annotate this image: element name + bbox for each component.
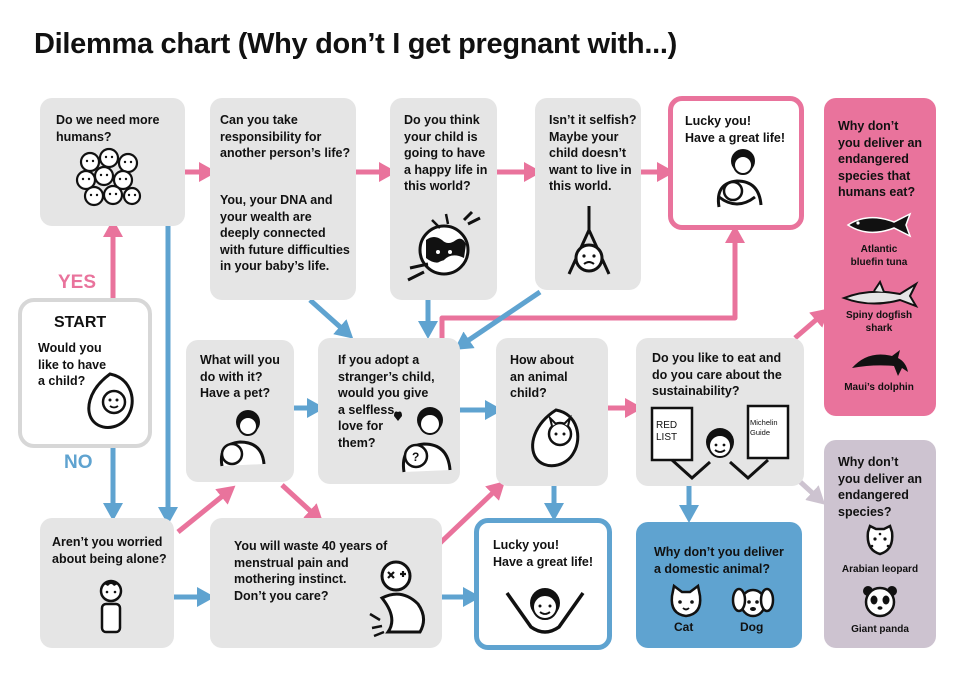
arrow-eat-endangered-eat: [793, 308, 830, 340]
tuna-icon: [846, 212, 912, 238]
arrow-adopt-lucky: [439, 225, 745, 342]
dog-label: Dog: [740, 620, 764, 634]
cat-icon: [670, 583, 702, 618]
mother-baby-icon: [716, 149, 763, 208]
dolphin-caption: Maui’s dolphin: [844, 382, 914, 393]
pain-woman-icon: [369, 560, 425, 638]
leopard-caption: Arabian leopard: [841, 564, 919, 575]
arrow-what-waste: [280, 483, 324, 523]
start-heading: START: [54, 314, 107, 331]
arrow-alone-what: [176, 485, 236, 534]
arrow-selfish-adopt: [454, 289, 542, 350]
arrow-waste-animal: [436, 481, 506, 547]
dog-icon: [731, 587, 775, 618]
shark-icon: [841, 279, 919, 308]
yes-label: YES: [58, 272, 97, 293]
arrow-resp-adopt: [308, 298, 354, 339]
crowd-faces-icon: [75, 147, 142, 207]
cheering-person-icon: [505, 588, 585, 634]
lucky-bottom-text: Lucky you!Have a great life!: [493, 538, 594, 569]
noose-face-icon: [567, 206, 611, 275]
no-label: NO: [64, 452, 93, 473]
dolphin-icon: [852, 350, 908, 376]
animal-embryo-icon: [531, 408, 580, 468]
page-title: Dilemma chart (Why don’t I get pregnant …: [34, 28, 677, 60]
red-list-michelin-icon: [650, 404, 790, 481]
lucky-top-text: Lucky you!Have a great life!: [685, 114, 786, 145]
svg-text:?: ?: [412, 450, 419, 464]
embryo-icon: [87, 372, 134, 429]
sad-earth-icon: [407, 210, 481, 282]
mother-adopted-child-icon: ?: [394, 407, 452, 473]
leopard-icon: [866, 524, 894, 556]
mother-pet-icon: [219, 410, 266, 467]
panda-icon: [863, 586, 897, 618]
lonely-child-icon: [99, 579, 123, 634]
lucky-bottom-node: Lucky you!Have a great life!: [474, 518, 612, 650]
panda-caption: Giant panda: [851, 624, 909, 635]
lucky-top-node: Lucky you!Have a great life!: [668, 96, 804, 230]
cat-label: Cat: [674, 620, 694, 634]
